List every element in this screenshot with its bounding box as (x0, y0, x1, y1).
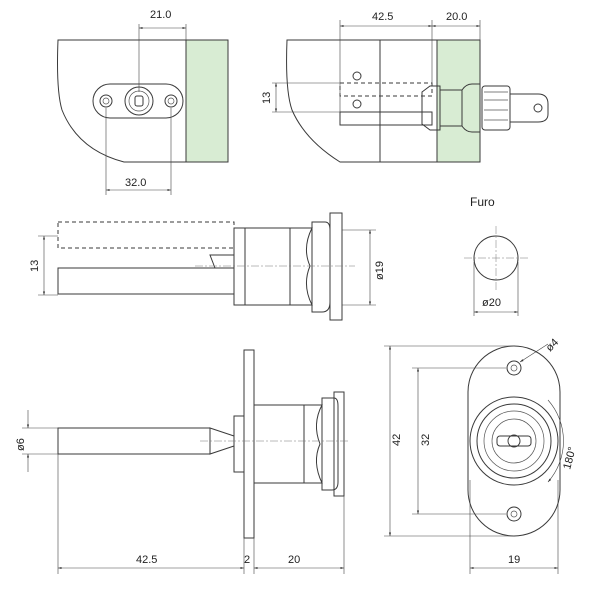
dim-180-rotation: 180° (561, 446, 578, 471)
glass-side-panel (436, 39, 481, 163)
dim-42-5-top: 42.5 (372, 11, 393, 23)
front-mounted-view: 21.0 32.0 (57, 9, 229, 195)
drawer-side-panel (286, 39, 481, 163)
dim-20-top: 20.0 (446, 11, 467, 23)
dim-42-5-bottom: 42.5 (136, 554, 157, 566)
dim-42: 42 (391, 434, 403, 446)
dim-4-diameter: ø4 (544, 337, 562, 355)
side-mounted-view: 42.5 20.0 13 (261, 11, 549, 163)
hole-label: Furo (470, 195, 495, 209)
dim-19-diameter: ø19 (374, 261, 386, 280)
dim-32: 32.0 (125, 177, 146, 189)
dim-6-diameter: ø6 (15, 438, 27, 451)
lock-plate (92, 83, 184, 119)
dim-19-front: 19 (508, 554, 520, 566)
side-detail-view: 13 ø19 (29, 212, 386, 321)
front-full-view: ø4 180° 42 32 19 (384, 337, 579, 574)
dim-32-front: 32 (420, 434, 432, 446)
glass-panel (185, 39, 229, 163)
hole-view: Furo ø20 (464, 195, 528, 316)
dim-20-diameter: ø20 (482, 297, 501, 309)
dim-20-bottom: 20 (288, 554, 300, 566)
side-full-view: ø6 42.5 2 20 (15, 349, 350, 574)
dim-21: 21.0 (150, 9, 171, 21)
dim-13-detail: 13 (29, 260, 41, 272)
dim-13-side: 13 (261, 92, 273, 104)
dim-2-bottom: 2 (244, 554, 250, 566)
